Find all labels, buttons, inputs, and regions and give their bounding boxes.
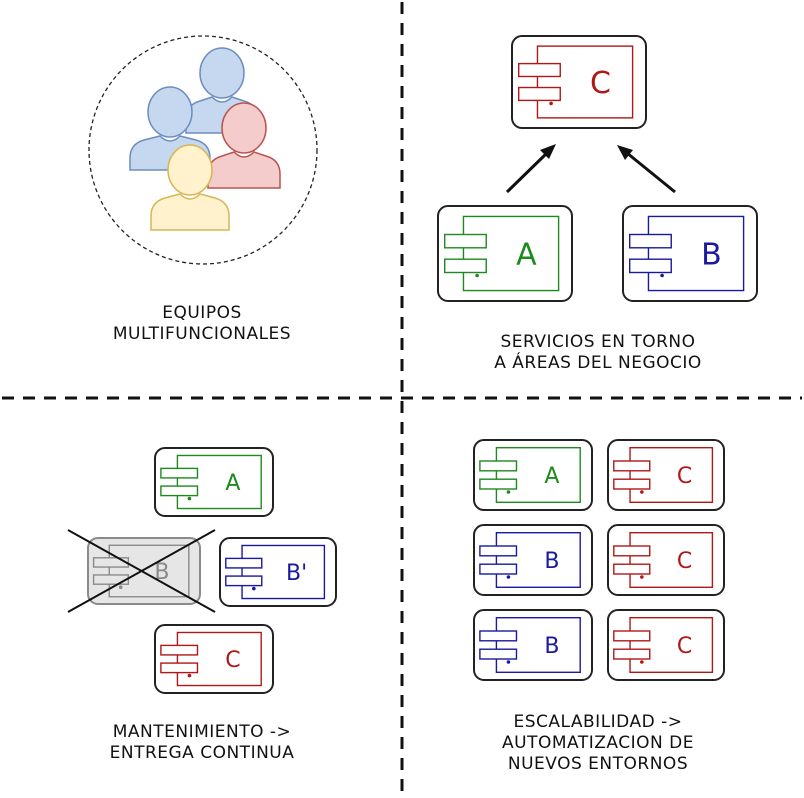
uml-component-icon: [518, 45, 634, 119]
teams-group: [88, 35, 318, 265]
services-component-1: C: [511, 35, 647, 129]
component-card: [473, 609, 593, 681]
component-label: B: [701, 237, 722, 272]
component-card: [607, 524, 725, 596]
uml-component-icon: [160, 454, 262, 510]
component-card: [437, 205, 573, 302]
component-card: [473, 524, 593, 596]
arrow-a-to-c: [505, 150, 550, 194]
component-label: C: [677, 464, 692, 489]
maintenance-caption-line-2: ENTREGA CONTINUA: [109, 743, 295, 763]
scalability-component-1: A: [473, 439, 593, 511]
component-card: [607, 439, 725, 511]
uml-component-icon: [613, 532, 714, 589]
scalability-caption-line-3: NUEVOS ENTORNOS: [507, 754, 689, 774]
person-red-icon: [207, 102, 281, 189]
uml-component-icon: [479, 447, 581, 504]
maintenance-component-4: C: [154, 624, 274, 694]
component-label: B: [544, 549, 559, 574]
uml-component-icon: [479, 532, 581, 589]
scalability-component-3: B: [473, 524, 593, 596]
component-label: A: [225, 471, 240, 496]
component-label: B: [154, 560, 169, 585]
services-caption: SERVICIOS EN TORNO A ÁREAS DEL NEGOCIO: [448, 332, 748, 374]
person-head: [147, 86, 193, 138]
services-component-2: A: [437, 205, 573, 302]
component-card: [219, 537, 337, 607]
services-caption-line-2: A ÁREAS DEL NEGOCIO: [494, 353, 702, 373]
component-label: C: [677, 549, 692, 574]
component-label: B: [544, 634, 559, 659]
teams-caption-line-1: EQUIPOS: [162, 303, 242, 323]
component-card: [622, 205, 758, 302]
uml-component-icon: [629, 215, 745, 292]
person-body: [150, 193, 230, 231]
uml-component-icon: [479, 617, 581, 674]
person-body: [207, 151, 281, 189]
uml-component-icon: [444, 215, 560, 292]
component-label: A: [516, 237, 537, 272]
arrow-b-to-c: [626, 151, 676, 194]
component-card: [607, 609, 725, 681]
teams-caption-line-2: MULTIFUNCIONALES: [112, 324, 292, 344]
scalability-component-4: C: [607, 524, 725, 596]
maintenance-caption: MANTENIMIENTO -> ENTREGA CONTINUA: [52, 722, 352, 764]
uml-component-icon: [225, 544, 326, 600]
person-head: [199, 47, 245, 99]
teams-caption: EQUIPOS MULTIFUNCIONALES: [52, 303, 352, 345]
dependency-arrows: [505, 144, 676, 194]
person-head: [221, 102, 267, 154]
services-component-3: B: [622, 205, 758, 302]
arrow-b-to-c-head: [617, 145, 633, 160]
component-label: A: [544, 464, 559, 489]
person-yellow-icon: [150, 144, 230, 231]
person-head: [167, 144, 213, 196]
removed-component-cross: [67, 529, 216, 613]
scalability-component-6: C: [607, 609, 725, 681]
scalability-caption-line-2: AUTOMATIZACION DE: [502, 733, 694, 753]
component-card: [154, 624, 274, 694]
scalability-component-5: B: [473, 609, 593, 681]
uml-component-icon: [613, 617, 714, 674]
maintenance-component-3: B': [219, 537, 337, 607]
scalability-component-2: C: [607, 439, 725, 511]
uml-component-icon: [160, 631, 262, 687]
scalability-caption: ESCALABILIDAD -> AUTOMATIZACION DE NUEVO…: [448, 712, 748, 775]
team-boundary-circle: [88, 35, 318, 265]
maintenance-component-1: A: [154, 447, 274, 517]
component-label: B': [286, 561, 307, 586]
component-card: [473, 439, 593, 511]
uml-component-icon: [613, 447, 714, 504]
services-caption-line-1: SERVICIOS EN TORNO: [500, 332, 696, 352]
arrow-a-to-c-head: [540, 144, 556, 159]
component-label: C: [590, 66, 611, 101]
scalability-caption-line-1: ESCALABILIDAD ->: [513, 712, 683, 732]
component-label: C: [225, 648, 240, 673]
component-card: [154, 447, 274, 517]
component-card: [511, 35, 647, 129]
uml-component-icon: [92, 544, 190, 598]
maintenance-caption-line-1: MANTENIMIENTO ->: [112, 722, 292, 742]
component-label: C: [677, 634, 692, 659]
